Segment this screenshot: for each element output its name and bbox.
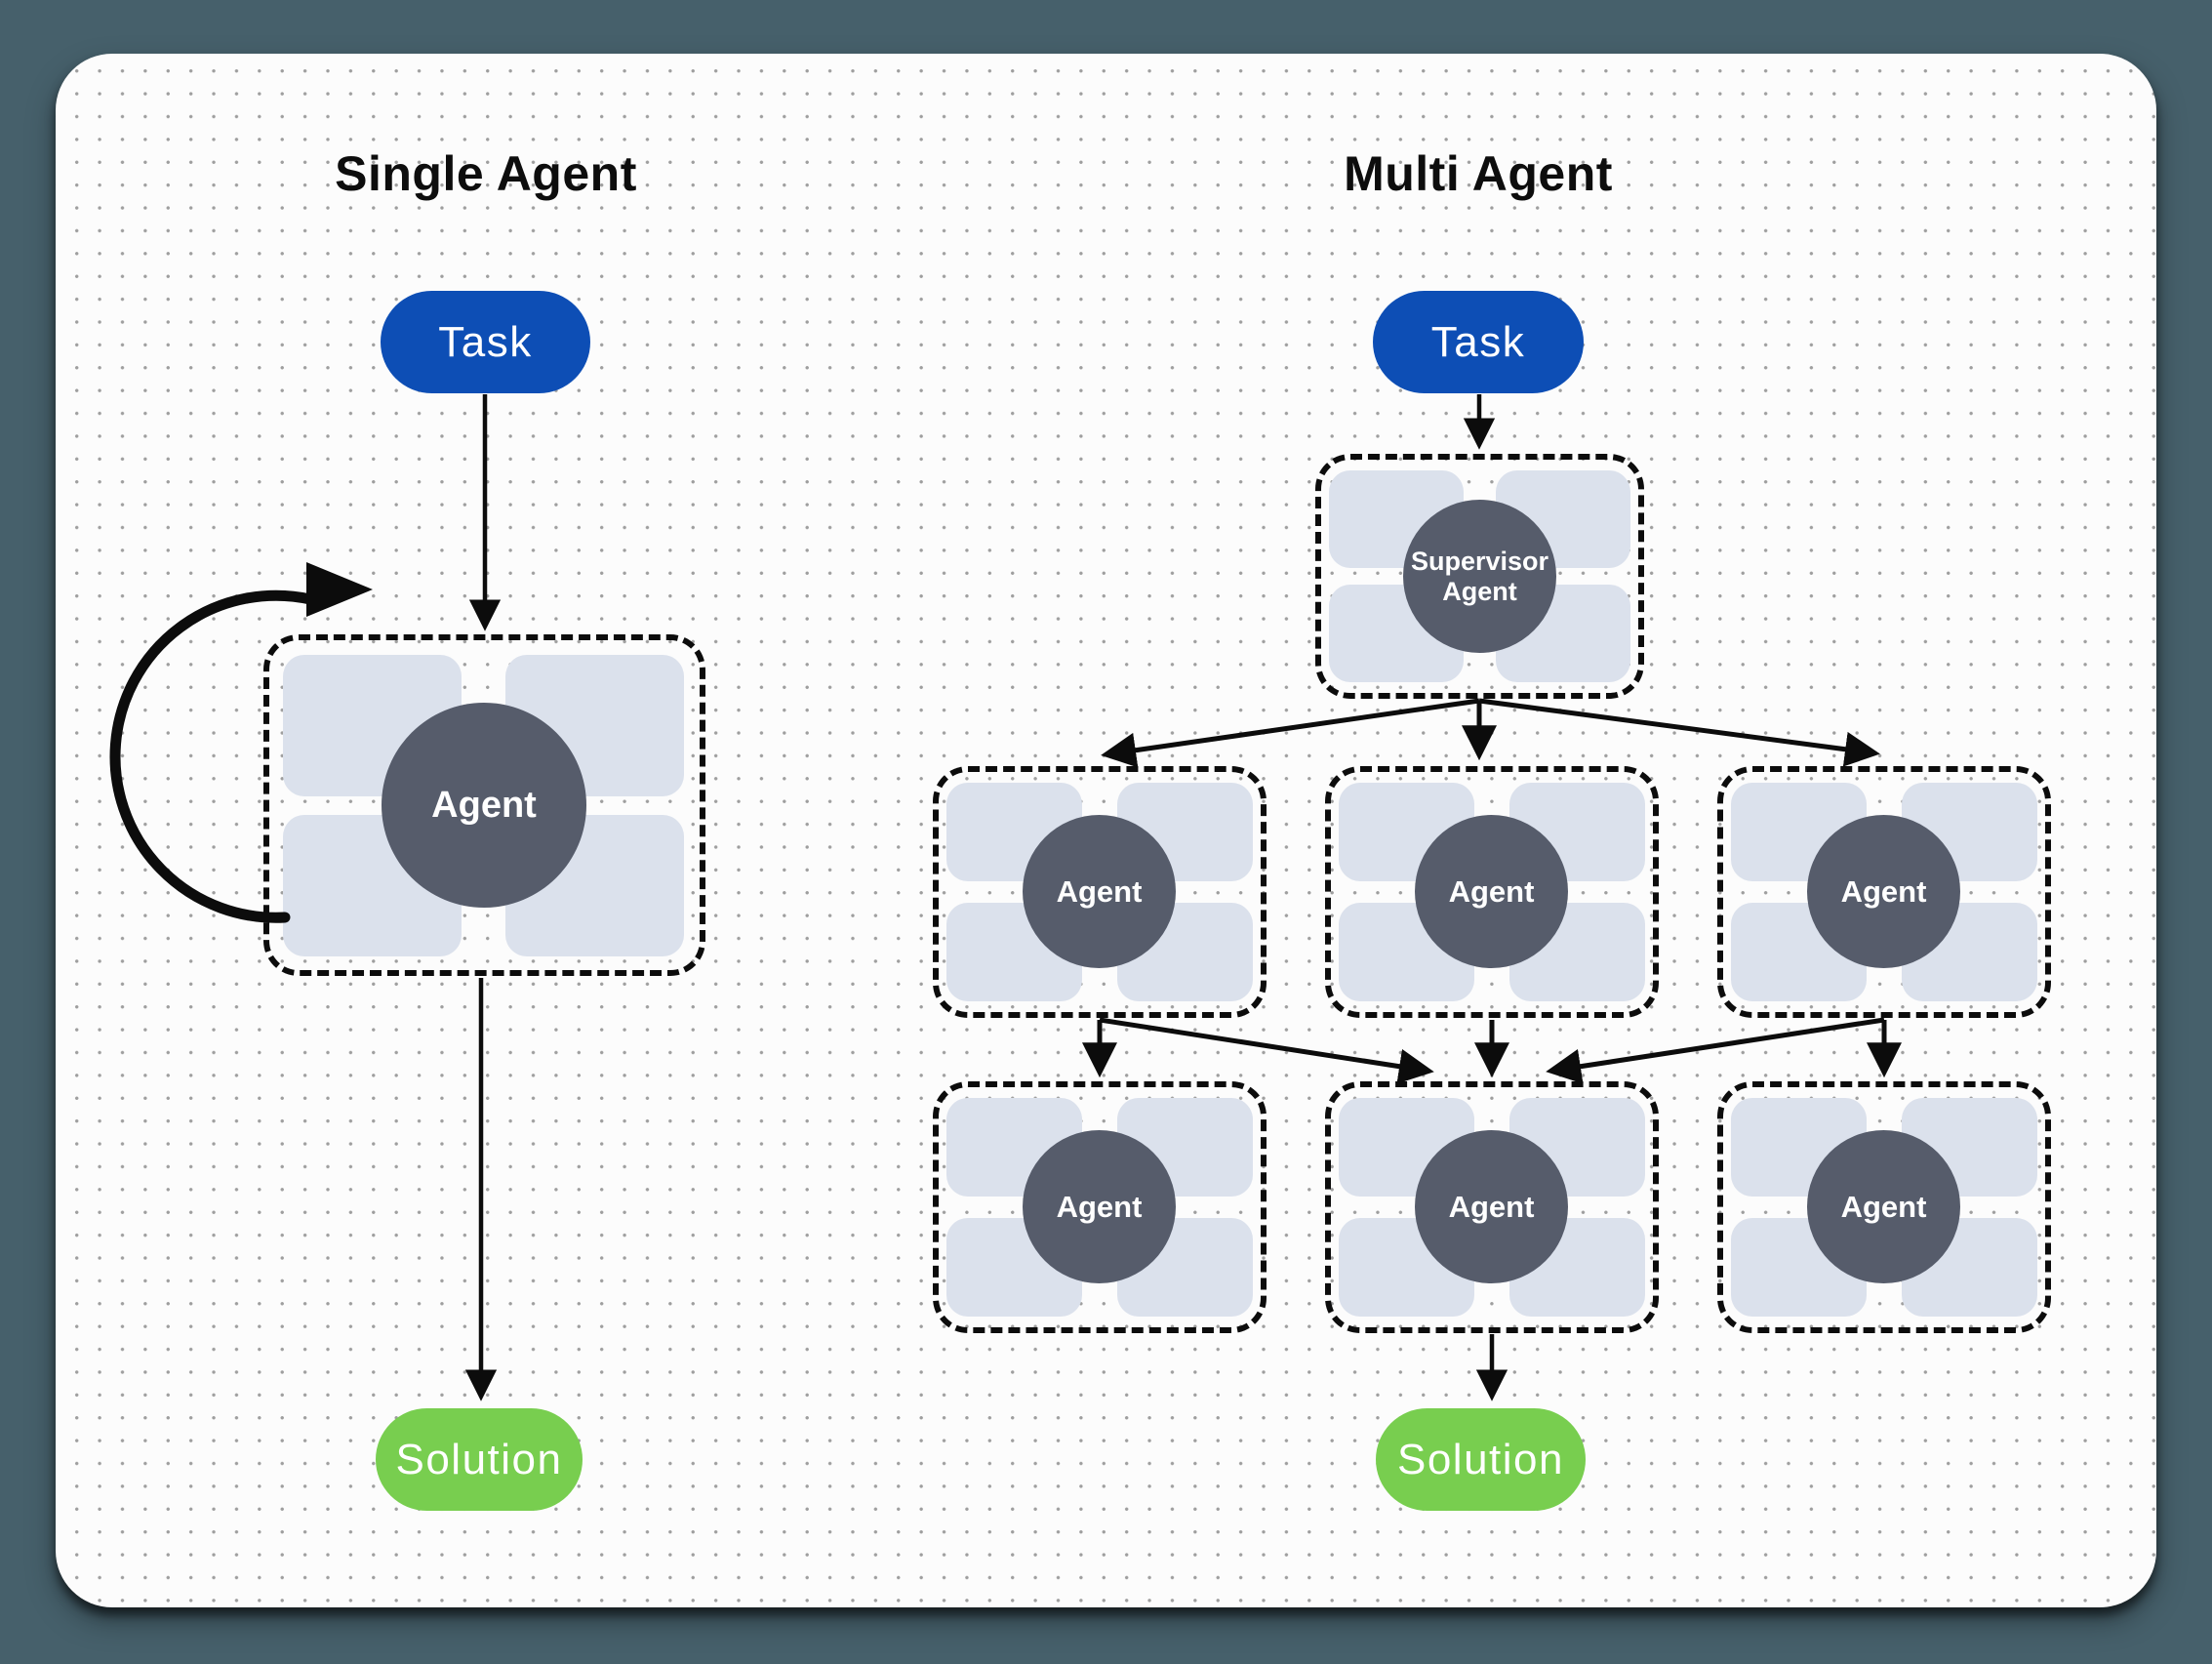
worker-agent-box-r1b: Agent bbox=[1325, 766, 1659, 1018]
worker-agent-label: Agent bbox=[1056, 1189, 1143, 1224]
worker-agent-node: Agent bbox=[1415, 815, 1568, 968]
multi-agent-title: Multi Agent bbox=[1344, 146, 1613, 201]
single-solution-pill: Solution bbox=[376, 1408, 583, 1511]
worker-agent-box-r1c: Agent bbox=[1717, 766, 2051, 1018]
worker-agent-node: Agent bbox=[1807, 815, 1960, 968]
single-agent-node: Agent bbox=[382, 703, 586, 908]
single-task-pill: Task bbox=[381, 291, 590, 393]
worker-agent-box-r2b: Agent bbox=[1325, 1081, 1659, 1333]
worker-agent-label: Agent bbox=[1056, 873, 1143, 909]
worker-agent-node: Agent bbox=[1807, 1130, 1960, 1283]
worker-agent-box-r2a: Agent bbox=[933, 1081, 1267, 1333]
worker-agent-label: Agent bbox=[1448, 1189, 1535, 1224]
worker-agent-box-r1a: Agent bbox=[933, 766, 1267, 1018]
multi-task-pill: Task bbox=[1373, 291, 1584, 393]
worker-agent-label: Agent bbox=[1840, 873, 1927, 909]
worker-agent-node: Agent bbox=[1023, 1130, 1176, 1283]
supervisor-agent-box: Supervisor Agent bbox=[1315, 454, 1644, 699]
worker-agent-node: Agent bbox=[1023, 815, 1176, 968]
single-agent-label: Agent bbox=[431, 784, 537, 826]
worker-agent-node: Agent bbox=[1415, 1130, 1568, 1283]
single-agent-box: Agent bbox=[263, 634, 705, 976]
multi-solution-pill: Solution bbox=[1376, 1408, 1586, 1511]
supervisor-label-line1: Supervisor bbox=[1410, 546, 1549, 576]
diagram-card: Single Agent Multi Agent Task Agent Solu… bbox=[56, 54, 2156, 1607]
worker-agent-label: Agent bbox=[1448, 873, 1535, 909]
single-agent-title: Single Agent bbox=[335, 146, 637, 201]
worker-agent-box-r2c: Agent bbox=[1717, 1081, 2051, 1333]
worker-agent-label: Agent bbox=[1840, 1189, 1927, 1224]
supervisor-agent-node: Supervisor Agent bbox=[1403, 500, 1556, 653]
supervisor-label-line2: Agent bbox=[1442, 576, 1517, 606]
